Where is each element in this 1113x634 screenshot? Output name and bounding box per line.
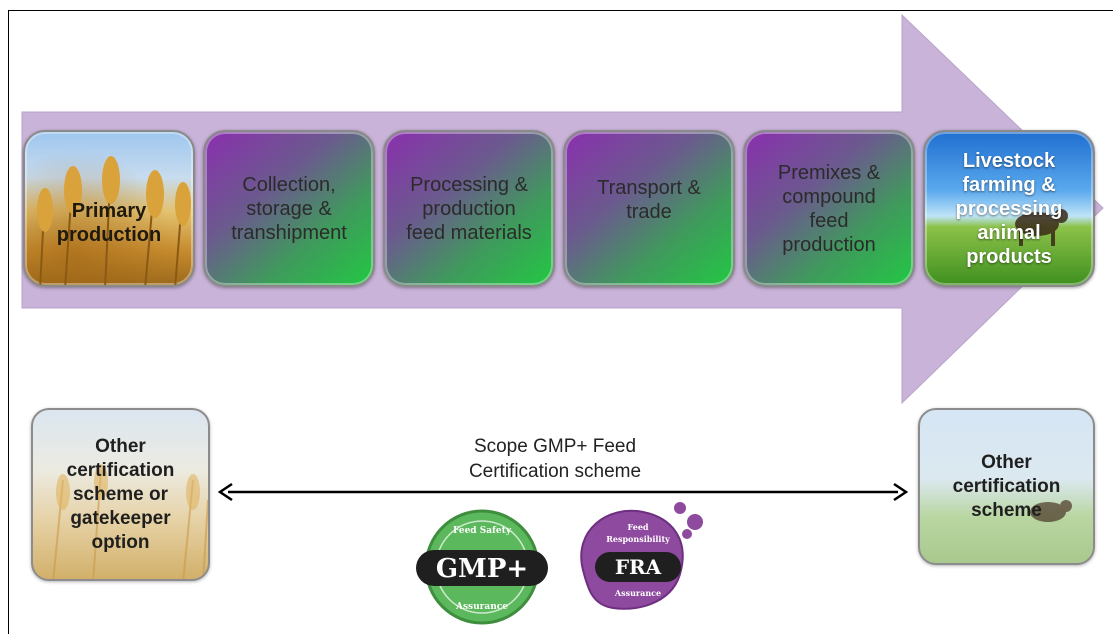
- stage-label-line: feed materials: [406, 221, 532, 244]
- stage-label-line: Premixes &: [777, 161, 881, 184]
- stage-label-line: farming &: [962, 173, 1056, 196]
- fra-logo-bottom-text: Assurance: [614, 588, 661, 598]
- stage-label-line: Collection,: [242, 173, 336, 196]
- wheat-illustration: [37, 156, 191, 285]
- gmp-feed-safety-logo: GMP+ Feed Safety Assurance: [416, 509, 548, 625]
- stage-label-line: Primary: [71, 199, 147, 222]
- stage-label-line: trade: [626, 200, 672, 223]
- stage-label-line: production: [782, 233, 876, 256]
- gmp-logo-text: GMP+: [436, 554, 528, 584]
- stage-label-line: compound: [782, 185, 876, 208]
- box-label-line: gatekeeper: [70, 507, 171, 529]
- stage-premixes-compound-feed: Premixes & compound feed production: [743, 130, 915, 287]
- stage-label-line: Livestock: [962, 149, 1056, 172]
- fra-logo-top-text-1: Feed: [627, 522, 648, 532]
- stage-label-line: Processing &: [410, 173, 528, 196]
- scope-label-line: Certification scheme: [468, 461, 642, 482]
- box-label-line: certification: [952, 475, 1061, 497]
- scope-label-line: Scope GMP+ Feed: [473, 436, 637, 457]
- box-label-line: Other: [981, 451, 1032, 473]
- box-label-line: scheme or: [72, 483, 169, 505]
- stage-label-line: animal: [977, 221, 1041, 244]
- box-label-line: option: [91, 531, 150, 553]
- box-label-line: scheme: [971, 499, 1042, 521]
- fra-feed-responsibility-logo: FRA Feed Responsibility Assurance: [580, 502, 703, 610]
- stage-livestock-farming: Livestock farming & processing animal pr…: [923, 130, 1095, 287]
- fra-logo-top-text-2: Responsibility: [606, 534, 670, 544]
- box-label-line: Other: [95, 435, 146, 457]
- stage-label-line: transhipment: [231, 221, 347, 244]
- fra-logo-text: FRA: [615, 555, 662, 579]
- gmp-logo-bottom-text: Assurance: [455, 602, 508, 612]
- stage-label-line: production: [56, 223, 162, 246]
- cow-illustration: [1015, 209, 1068, 246]
- cow-illustration: [1030, 500, 1072, 522]
- stage-label-line: storage &: [246, 197, 332, 220]
- stage-label-line: processing: [955, 197, 1063, 220]
- frame-top-border: [8, 10, 1113, 11]
- stage-collection-storage: Collection, storage & transhipment: [203, 130, 375, 287]
- stage-label-line: feed: [809, 209, 849, 232]
- stage-transport-trade: Transport & trade: [563, 130, 735, 287]
- box-label-line: certification: [66, 459, 175, 481]
- stage-label-line: Transport &: [597, 176, 701, 199]
- stage-processing-production: Processing & production feed materials: [383, 130, 555, 287]
- stage-label-line: products: [966, 245, 1052, 268]
- stage-label-line: production: [422, 197, 516, 220]
- other-certification-gatekeeper-box: Other certification scheme or gatekeeper…: [31, 408, 210, 581]
- frame-left-border: [8, 10, 9, 634]
- scope-label: Scope GMP+ Feed Certification scheme: [390, 434, 720, 484]
- other-certification-scheme-box: Other certification scheme: [918, 408, 1095, 565]
- stage-primary-production: Primary production: [23, 130, 195, 287]
- wheat-illustration: [52, 464, 208, 579]
- gmp-logo-top-text: Feed Safety: [453, 526, 512, 536]
